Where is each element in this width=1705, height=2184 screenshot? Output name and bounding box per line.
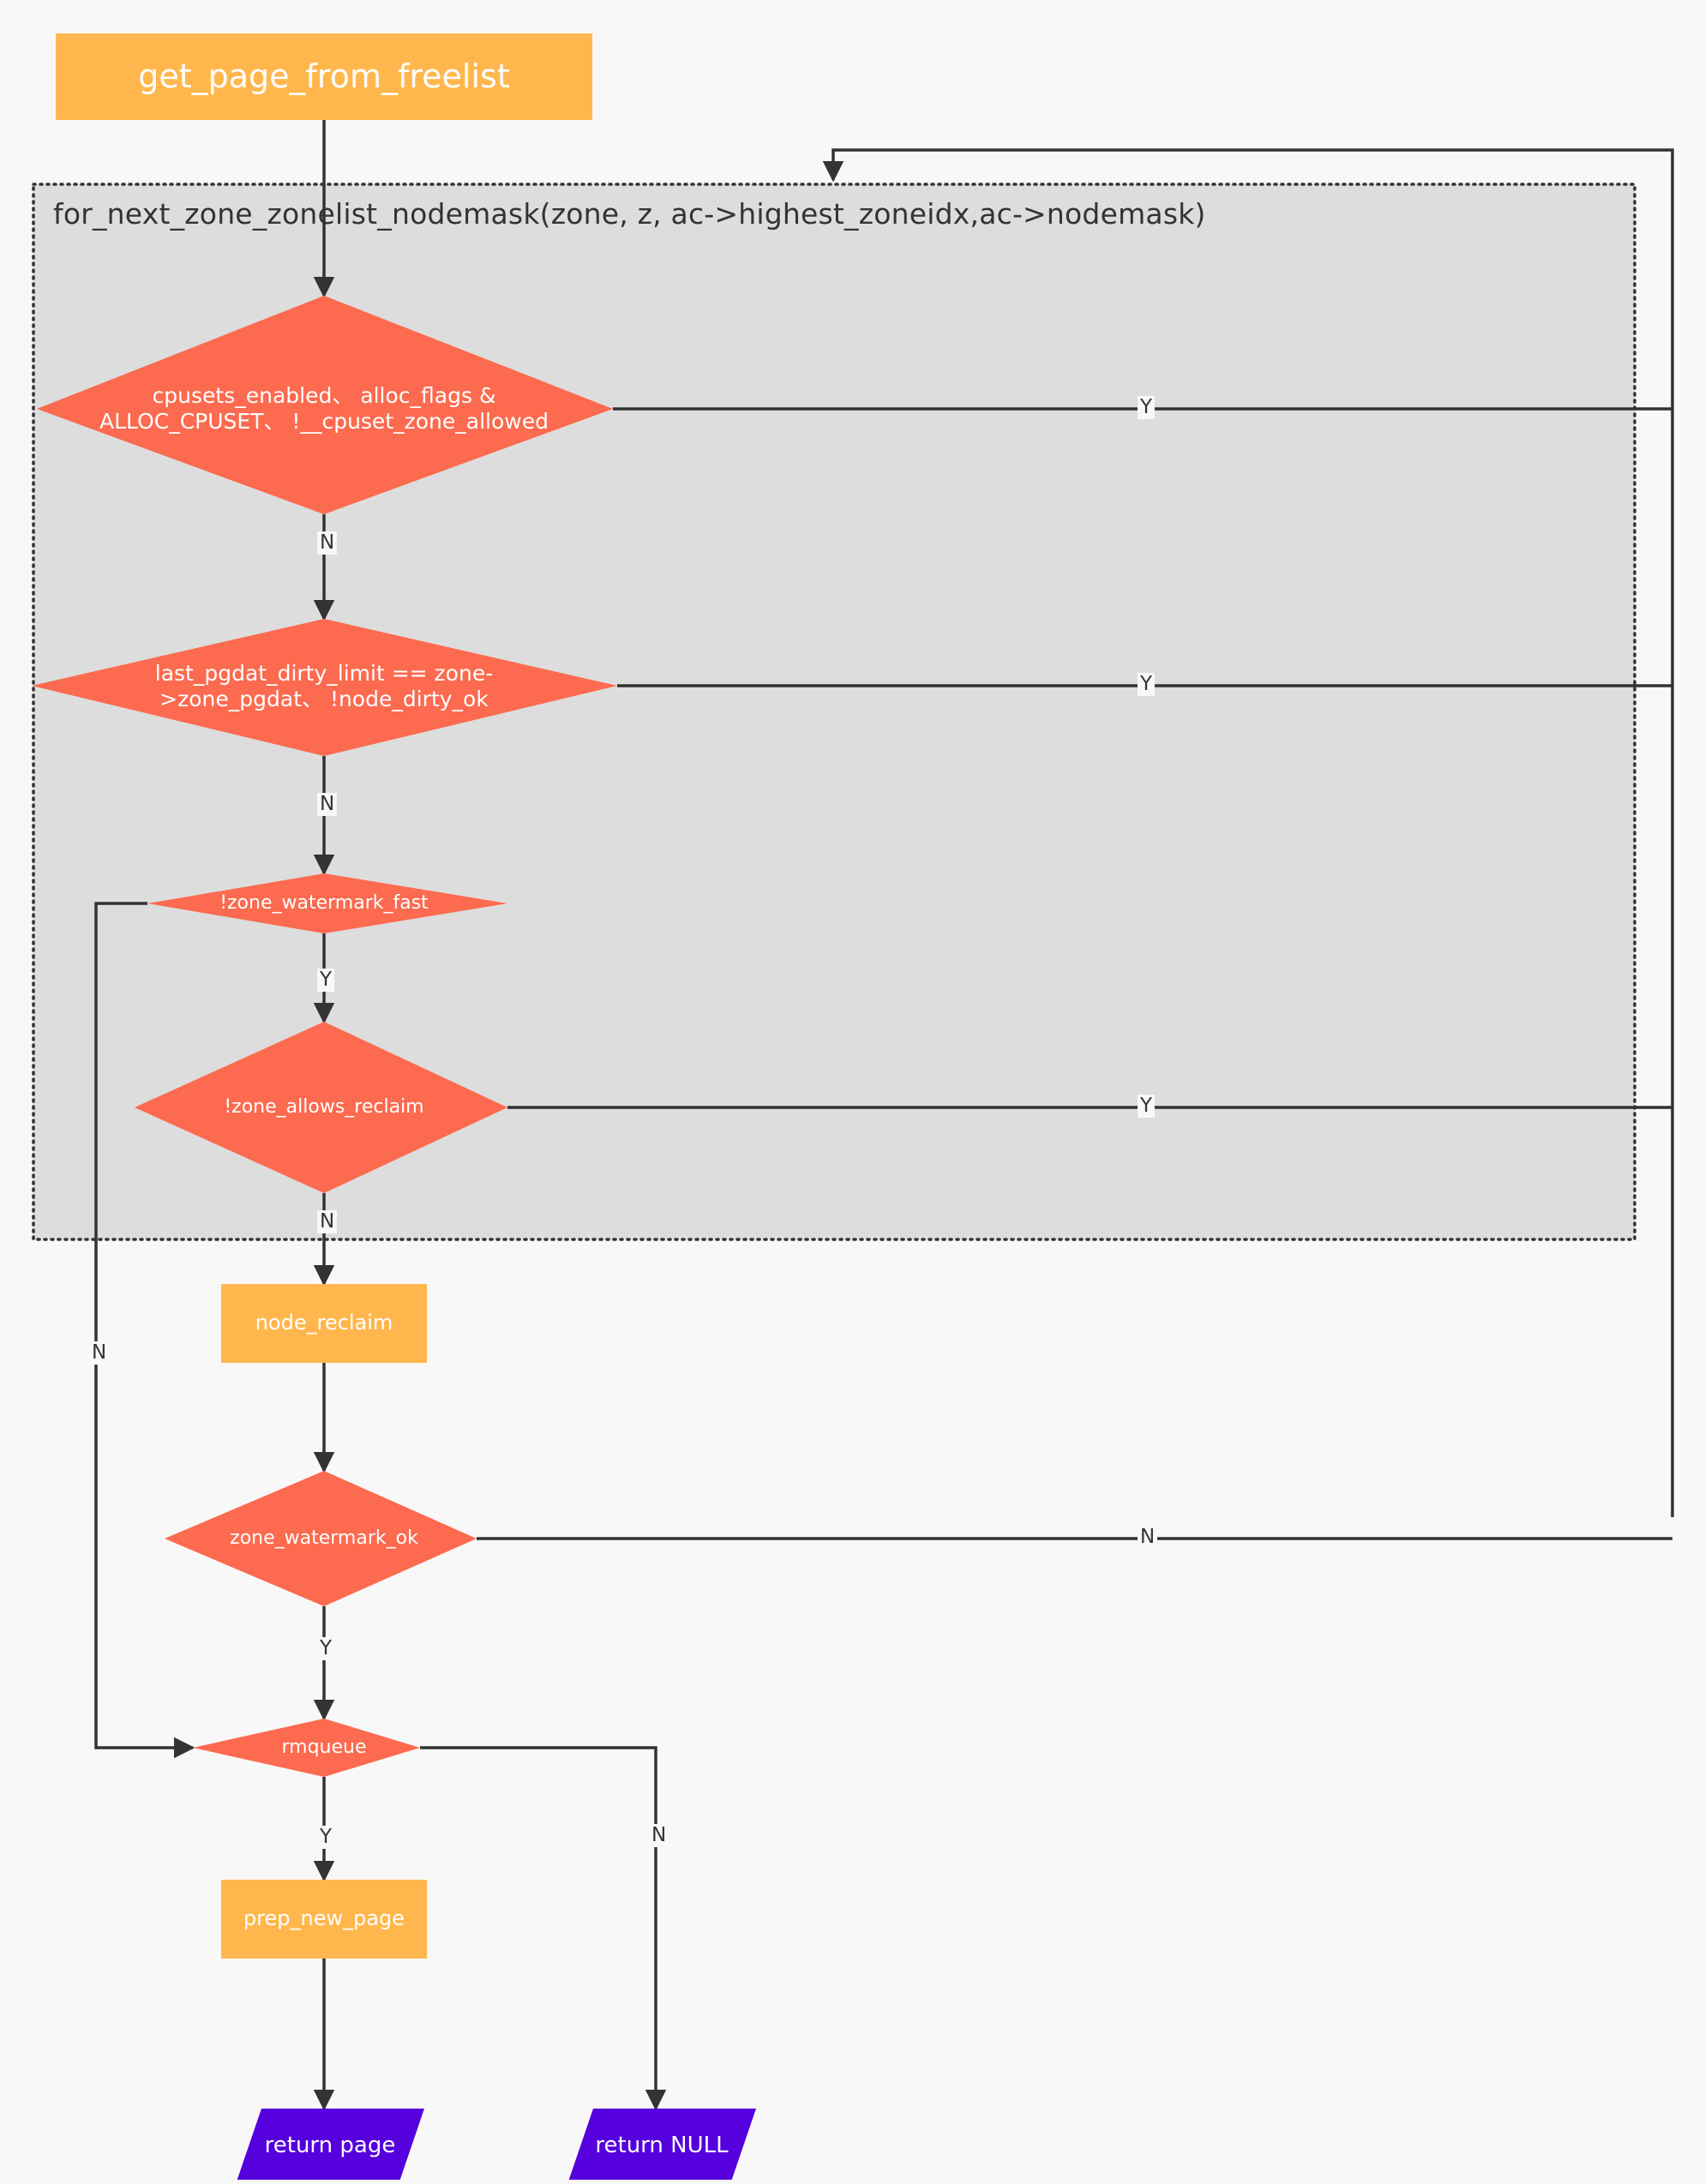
node-retnull-shape[interactable] [567,2109,756,2180]
node-retpage-shape[interactable] [236,2109,424,2180]
edge-wmfast-no [94,902,195,1759]
edge-label-cpuset-yes: Y [1138,396,1156,419]
edge-label-allowrecl-yes: Y [1138,1095,1156,1118]
node-dirty-shape[interactable] [32,619,617,756]
edge-label-wmok-no: N [1138,1526,1158,1549]
edge-label-dirty-yes: Y [1138,673,1156,696]
edge-label-dirty-no: N [317,793,338,816]
edge-label-wmok-yes: Y [317,1637,335,1660]
node-allowrecl-shape[interactable] [135,1022,507,1193]
node-wmok-shape[interactable] [165,1471,477,1606]
edge-label-wmfast-yes: Y [317,969,335,992]
edge-label-rmqueue-yes: Y [317,1826,335,1849]
cluster-title: for_next_zone_zonelist_nodemask(zone, z,… [53,197,1206,231]
edge-label-allowrecl-no: N [317,1210,338,1233]
node-start-shape[interactable] [56,33,592,120]
edge-loop-back-trunk [822,148,1674,1517]
edge-label-rmqueue-no: N [649,1824,669,1847]
node-rmqueue-shape[interactable] [193,1719,420,1777]
edge-rmqueue-no [420,1746,667,2111]
node-prepnew-shape[interactable] [221,1880,427,1959]
edge-label-wmfast-no: N [89,1341,110,1365]
node-wmfast-shape[interactable] [147,873,507,933]
node-cpuset-shape[interactable] [37,296,613,514]
node-nodereclaim-shape[interactable] [221,1284,427,1363]
edge-label-cpuset-no: N [317,531,338,555]
